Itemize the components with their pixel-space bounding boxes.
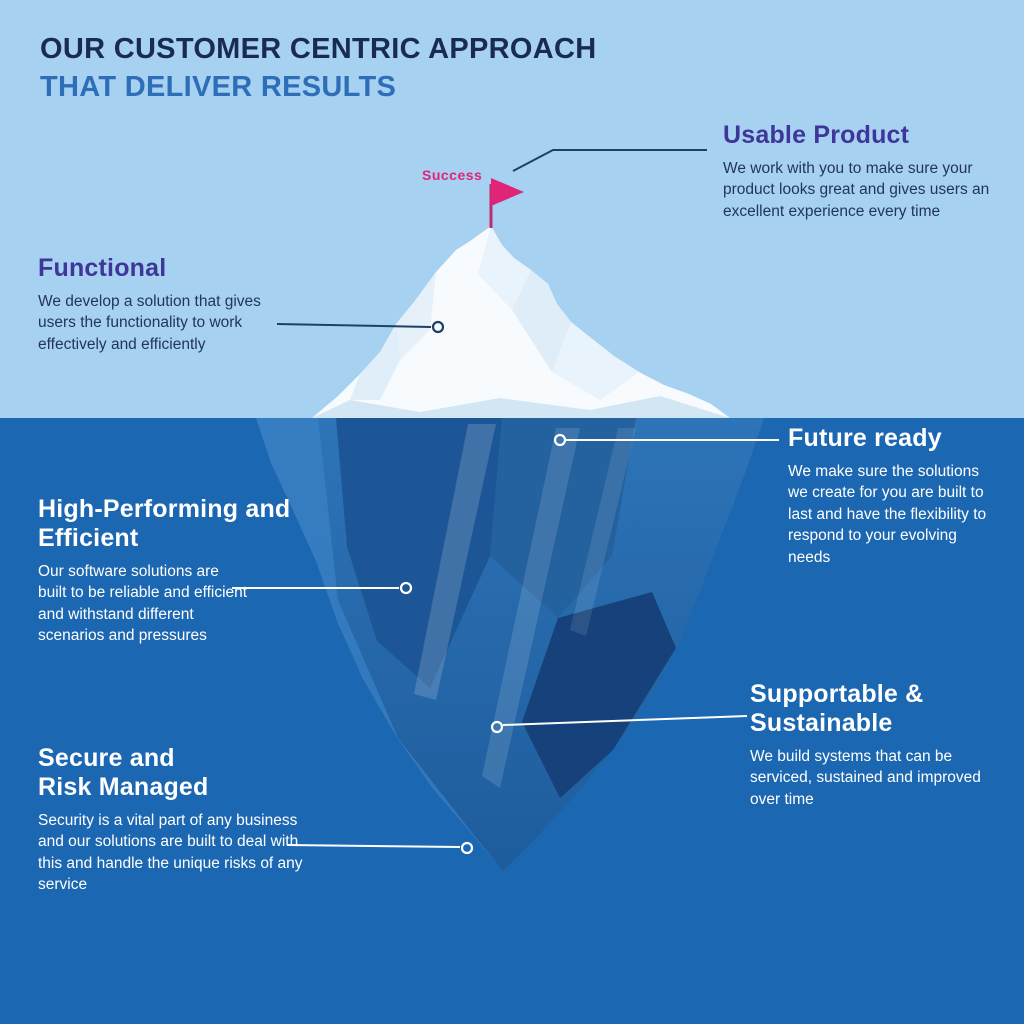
iceberg-underwater	[256, 418, 764, 871]
success-label: Success	[422, 167, 483, 183]
callout-future-body: We make sure the solutions we create for…	[788, 463, 987, 566]
flag-icon	[489, 178, 524, 228]
callout-high-performing-heading: High-Performing and Efficient	[38, 495, 291, 552]
callout-supportable-body: We build systems that can be serviced, s…	[750, 748, 981, 808]
title-line-2: THAT DELIVER RESULTS	[40, 71, 397, 104]
callout-secure-body: Security is a vital part of any business…	[38, 812, 303, 894]
connector-supportable	[490, 715, 748, 734]
connector-functional	[276, 320, 445, 334]
page-title: OUR CUSTOMER CENTRIC APPROACH THAT DELIV…	[40, 30, 597, 107]
callout-future-heading: Future ready	[788, 424, 942, 452]
callout-usable-body: We work with you to make sure your produ…	[723, 160, 990, 220]
callout-usable-product: Usable Product We work with you to make …	[723, 121, 995, 222]
callout-functional: Functional We develop a solution that gi…	[38, 254, 293, 355]
iceberg-above-water	[312, 226, 730, 418]
callout-functional-heading: Functional	[38, 254, 167, 282]
callout-future-ready: Future ready We make sure the solutions …	[788, 424, 1000, 568]
callout-supportable-heading: Supportable & Sustainable	[750, 680, 924, 737]
callout-high-performing: High-Performing and Efficient Our softwa…	[38, 495, 300, 647]
callout-supportable: Supportable & Sustainable We build syste…	[750, 680, 995, 810]
callout-secure-heading: Secure and Risk Managed	[38, 744, 209, 801]
connector-secure	[286, 841, 474, 855]
title-line-1: OUR CUSTOMER CENTRIC APPROACH	[40, 33, 597, 65]
callout-functional-body: We develop a solution that gives users t…	[38, 293, 261, 353]
callout-high-performing-body: Our software solutions are built to be r…	[38, 563, 248, 645]
callout-secure: Secure and Risk Managed Security is a vi…	[38, 744, 310, 896]
connector-future-ready	[553, 433, 779, 447]
connector-usable-product	[512, 149, 707, 172]
connector-high-performing	[232, 581, 413, 595]
callout-usable-heading: Usable Product	[723, 121, 910, 149]
